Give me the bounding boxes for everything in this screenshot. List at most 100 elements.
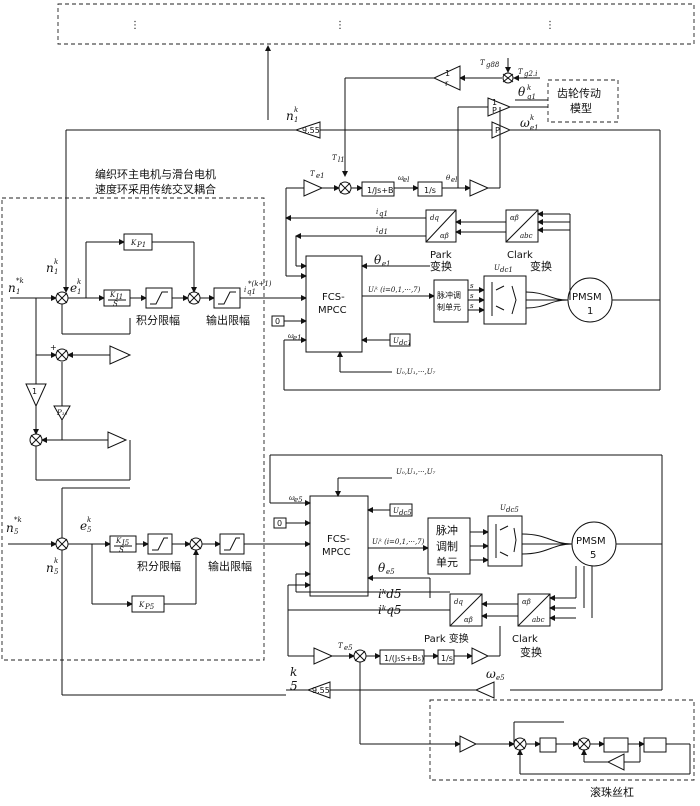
- svg-text:αβ: αβ: [464, 616, 473, 624]
- svg-text:k: k: [54, 258, 58, 266]
- svg-text:d1: d1: [379, 228, 388, 236]
- svg-text:e1: e1: [530, 124, 539, 132]
- svg-text:ω: ω: [398, 174, 404, 182]
- clark-m5-cn: 变换: [520, 645, 542, 659]
- svg-text:1: 1: [492, 98, 497, 107]
- svg-text:k: k: [527, 84, 531, 92]
- fcs-mpcc-m5: [309, 495, 369, 597]
- svg-text:P₁₅: P₁₅: [56, 409, 68, 417]
- inverter-m1: [483, 275, 527, 325]
- clark-m5-label: Clark: [512, 634, 538, 645]
- svg-text:abc: abc: [532, 616, 545, 624]
- svg-text:0: 0: [277, 519, 282, 528]
- svg-text:U: U: [393, 337, 400, 345]
- mpcc5-text-1: FCS-: [327, 534, 350, 545]
- top-dashed-box: [57, 3, 695, 45]
- svg-text:5: 5: [87, 526, 92, 534]
- svg-text:S: S: [119, 546, 124, 554]
- uvec-m5: U₀,U₁,···,U₇: [396, 468, 436, 476]
- svg-text:ω: ω: [289, 494, 295, 502]
- svg-text:U: U: [393, 507, 400, 515]
- svg-text:+: +: [50, 343, 57, 352]
- svg-text:K: K: [130, 239, 137, 247]
- svg-text:n: n: [46, 561, 54, 575]
- integral-limit-m5-label: 积分限幅: [137, 560, 181, 573]
- svg-text:U: U: [494, 264, 501, 272]
- svg-text:I5: I5: [121, 539, 130, 547]
- svg-text:5: 5: [290, 679, 298, 693]
- svg-text:dc1: dc1: [399, 339, 412, 347]
- svg-text:1: 1: [16, 288, 20, 296]
- svg-text:K: K: [109, 291, 116, 299]
- svg-text:αβ: αβ: [522, 598, 531, 606]
- output-limit-m1-label: 输出限幅: [206, 313, 250, 327]
- svg-text:S: S: [113, 300, 118, 308]
- gain-cross-m1: [109, 345, 132, 365]
- svg-text:5: 5: [14, 528, 19, 536]
- svg-text:s: s: [470, 292, 474, 300]
- pwm-m5-3: 单元: [436, 556, 458, 569]
- svg-text:P: P: [492, 106, 497, 115]
- theta-g1-label: θ: [518, 85, 526, 99]
- gain-1-over-r-top: [432, 65, 461, 91]
- svg-text:K: K: [138, 601, 145, 609]
- svg-text:l1: l1: [338, 156, 345, 164]
- pwm-m5: [427, 517, 471, 575]
- svg-text:I1: I1: [115, 293, 123, 301]
- svg-text:1/Js+B: 1/Js+B: [367, 186, 394, 195]
- coupling-note-1: 编织环主电机与滑台电机: [95, 167, 216, 181]
- omega-e1-label: ω: [520, 116, 530, 130]
- svg-text:e5: e5: [344, 644, 353, 652]
- svg-text:T: T: [480, 59, 486, 67]
- svg-text:dc5: dc5: [399, 509, 412, 517]
- svg-text:*k: *k: [14, 516, 22, 524]
- pmsm5-num: 5: [590, 550, 596, 561]
- svg-text:k: k: [530, 114, 534, 122]
- clark-m1-cn: 变换: [530, 259, 552, 273]
- pwm-m5-1: 脉冲: [436, 523, 458, 537]
- mpcc1-text-1: FCS-: [322, 292, 345, 303]
- svg-text:e1: e1: [316, 172, 325, 180]
- volt-label-m5: Uᵢᵏ (i=0,1,···,7): [372, 538, 425, 546]
- ratio-955-m5: 9.55: [312, 686, 330, 695]
- svg-text:θ: θ: [446, 174, 451, 182]
- svg-text:r: r: [445, 79, 449, 88]
- load-integrator: [643, 737, 667, 753]
- svg-text:θ: θ: [378, 561, 386, 575]
- output-limit-m5-label: 输出限幅: [208, 559, 252, 573]
- svg-text:ω: ω: [486, 667, 496, 681]
- mech-m1: [361, 181, 395, 197]
- pwm-m5-2: 调制: [436, 540, 458, 553]
- svg-text:e5: e5: [294, 496, 303, 504]
- svg-text:*k: *k: [16, 277, 24, 285]
- svg-text:el: el: [451, 176, 457, 184]
- gain-p-m1: [469, 179, 490, 197]
- inverter-m5: [487, 515, 523, 567]
- svg-text:5: 5: [54, 568, 59, 576]
- svg-text:e5: e5: [496, 674, 505, 682]
- ratio-955-m1: 9.55: [302, 126, 320, 135]
- park-m1-label: Park: [430, 250, 452, 261]
- integral-limit-m5: [147, 533, 173, 555]
- output-limit-m5: [219, 533, 245, 555]
- svg-text:αβ: αβ: [440, 232, 449, 240]
- svg-text:e1: e1: [382, 260, 391, 268]
- mech-m5: [379, 649, 425, 665]
- svg-text:q1: q1: [379, 210, 388, 218]
- svg-text:e: e: [80, 519, 87, 533]
- ball-screw-box: [429, 699, 695, 781]
- gain-ball-1: [459, 735, 478, 753]
- svg-text:P5: P5: [144, 603, 155, 611]
- clark-m1-label: Clark: [507, 250, 533, 261]
- svg-text:g2.i: g2.i: [524, 70, 537, 78]
- svg-text:P1: P1: [136, 241, 146, 249]
- coupling-dashed-box: [1, 197, 265, 661]
- svg-text:i: i: [376, 226, 378, 234]
- gear-drive-label-1: 齿轮传动: [557, 86, 601, 100]
- svg-text:e5: e5: [386, 568, 395, 576]
- gain-omega-m5: [474, 681, 495, 699]
- svg-text:q1: q1: [247, 288, 256, 296]
- svg-text:T: T: [310, 170, 316, 178]
- pwm-m1: [433, 279, 469, 323]
